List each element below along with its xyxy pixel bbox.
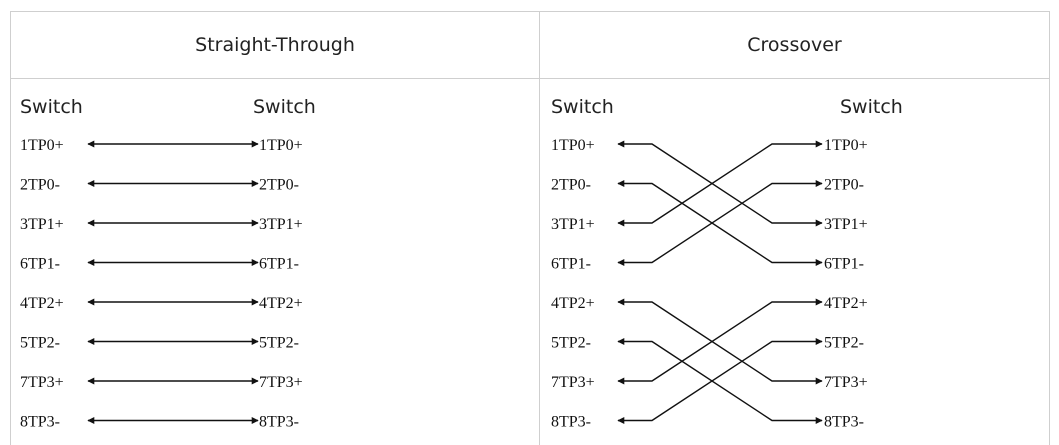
cross-left-pin-6: 5TP2- xyxy=(551,335,591,352)
straight-right-pin-7: 7TP3+ xyxy=(259,374,303,391)
crossover-wire-4 xyxy=(617,180,823,266)
straight-left-pin-1: 1TP0+ xyxy=(20,137,64,154)
crossover-left-switch-label: Switch xyxy=(551,96,614,118)
straight-left-pin-2: 2TP0- xyxy=(20,177,60,194)
cross-right-pin-2: 2TP0- xyxy=(824,177,864,194)
cross-right-pin-1: 1TP0+ xyxy=(824,137,868,154)
cross-left-pin-8: 8TP3- xyxy=(551,414,591,431)
cross-left-pin-5: 4TP2+ xyxy=(551,295,595,312)
straight-right-pin-8: 8TP3- xyxy=(259,414,299,431)
crossover-wires xyxy=(617,140,823,424)
cross-left-pin-1: 1TP0+ xyxy=(551,137,595,154)
crossover-wire-8 xyxy=(617,338,823,424)
cross-left-pin-3: 3TP1+ xyxy=(551,216,595,233)
cross-right-pin-4: 6TP1- xyxy=(824,256,864,273)
pin-labels: 1TP0+ 1TP0+ 1TP0+ 1TP0+ 2TP0- 2TP0- 2TP0- 2TP0-… xyxy=(20,137,868,431)
straight-left-pin-4: 6TP1- xyxy=(20,256,60,273)
straight-right-pin-1: 1TP0+ xyxy=(259,137,303,154)
table-left-border xyxy=(10,11,11,445)
straight-right-switch-label: Switch xyxy=(253,96,316,118)
cross-right-pin-8: 8TP3- xyxy=(824,414,864,431)
straight-right-pin-6: 5TP2- xyxy=(259,335,299,352)
straight-left-pin-5: 4TP2+ xyxy=(20,295,64,312)
straight-right-pin-2: 2TP0- xyxy=(259,177,299,194)
straight-right-pin-5: 4TP2+ xyxy=(259,295,303,312)
table-top-border xyxy=(10,11,1050,12)
crossover-header: Crossover xyxy=(747,34,842,56)
straight-right-pin-3: 3TP1+ xyxy=(259,216,303,233)
straight-through-header: Straight-Through xyxy=(195,34,355,56)
cross-right-pin-5: 4TP2+ xyxy=(824,295,868,312)
straight-left-switch-label: Switch xyxy=(20,96,83,118)
straight-right-pin-4: 6TP1- xyxy=(259,256,299,273)
table-header-divider xyxy=(10,78,1050,79)
cross-left-pin-4: 6TP1- xyxy=(551,256,591,273)
straight-left-pin-8: 8TP3- xyxy=(20,414,60,431)
table-right-border xyxy=(1049,11,1050,445)
cross-right-pin-6: 5TP2- xyxy=(824,335,864,352)
cross-left-pin-7: 7TP3+ xyxy=(551,374,595,391)
table-column-divider xyxy=(539,11,540,445)
cross-right-pin-7: 7TP3+ xyxy=(824,374,868,391)
straight-left-pin-7: 7TP3+ xyxy=(20,374,64,391)
straight-through-wires xyxy=(87,140,259,424)
straight-left-pin-3: 3TP1+ xyxy=(20,216,64,233)
straight-left-pin-6: 5TP2- xyxy=(20,335,60,352)
crossover-right-switch-label: Switch xyxy=(840,96,903,118)
cross-left-pin-2: 2TP0- xyxy=(551,177,591,194)
cross-right-pin-3: 3TP1+ xyxy=(824,216,868,233)
